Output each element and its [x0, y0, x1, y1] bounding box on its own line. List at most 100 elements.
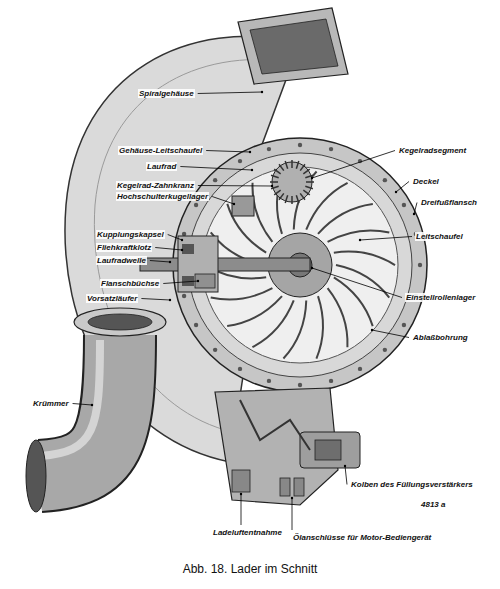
gear-tooth [271, 175, 279, 177]
leader-line [198, 92, 262, 94]
leader-dot [169, 299, 171, 301]
part-label: Kolben des Füllungsverstärkers [350, 480, 474, 489]
bolt [329, 147, 333, 151]
leader-dot [181, 239, 183, 241]
bolt [418, 263, 422, 267]
part-label: Leitschaufel [415, 232, 464, 241]
leader-dot [91, 404, 93, 406]
centrifugal-block [182, 244, 194, 254]
part-label: Hochschulterkugellager [116, 192, 209, 201]
bolt [383, 348, 387, 352]
leader-line [168, 235, 182, 241]
part-label: Kegelrad-Zahnkranz [116, 181, 195, 190]
leader-line [163, 281, 198, 284]
vane [316, 296, 323, 358]
part-label: Vorsatzläufer [86, 294, 138, 303]
bolt [182, 294, 186, 298]
part-label: Flanschbüchse [100, 279, 160, 288]
bolt [213, 178, 217, 182]
figure-number: 4813 a [420, 500, 446, 509]
part-label: Ölanschlüsse für Motor-Bediengerät [292, 533, 432, 542]
elbow-highlight [40, 340, 100, 456]
vane [334, 252, 395, 265]
gear-tooth [285, 195, 287, 203]
part-label: Dreifußflansch [420, 198, 478, 207]
charge-air-outlet [232, 470, 250, 492]
leader-line [180, 167, 252, 171]
leader-dot [240, 493, 242, 495]
leader-dot [261, 91, 263, 93]
gear-tooth [303, 169, 309, 174]
vane [318, 204, 373, 234]
bolt [194, 203, 198, 207]
leader-dot [311, 177, 313, 179]
part-label: Kegelradsegment [398, 146, 467, 155]
leader-line [372, 330, 409, 338]
gear-tooth [305, 186, 313, 188]
bolt [267, 147, 271, 151]
leader-dot [271, 185, 273, 187]
vane [336, 265, 389, 298]
leader-line [198, 185, 272, 187]
bolt [182, 232, 186, 236]
part-label: Einstellrollenlager [405, 293, 476, 302]
bolt [267, 379, 271, 383]
leader-dot [197, 280, 199, 282]
leader-dot [181, 249, 183, 251]
bolt [329, 379, 333, 383]
vane [328, 230, 390, 241]
part-label: Deckel [412, 177, 440, 186]
leader-line [396, 182, 409, 193]
gear-tooth [279, 193, 284, 199]
part-label: Kupplungskapsel [96, 230, 165, 239]
leader-line [241, 494, 242, 525]
bolt [383, 178, 387, 182]
bolt [194, 323, 198, 327]
bolt [402, 203, 406, 207]
oil-connection [280, 478, 290, 496]
gear-tooth [274, 169, 280, 174]
part-label: Spiralgehäuse [138, 89, 195, 98]
gear-tooth [300, 164, 305, 170]
leader-dot [371, 329, 373, 331]
leader-line [212, 197, 234, 205]
part-label: Ablaßbohrung [412, 333, 469, 342]
gear-tooth [291, 160, 293, 168]
bolt [238, 367, 242, 371]
leader-line [150, 261, 170, 263]
elbow-flange [74, 308, 166, 336]
gear-tooth [296, 161, 298, 169]
bolt [213, 348, 217, 352]
leader-line [312, 268, 402, 298]
part-label: Laufradwelle [96, 256, 147, 265]
gear-tooth [291, 196, 293, 204]
piston-head [315, 440, 341, 460]
gear-tooth [296, 195, 298, 203]
bolt [358, 367, 362, 371]
impeller-shaft [140, 258, 310, 271]
vane [328, 288, 348, 347]
leader-line [73, 404, 92, 406]
vane [252, 183, 272, 242]
gear-tooth [285, 161, 287, 169]
inlet-duct [238, 8, 348, 84]
gear-tooth [274, 190, 280, 195]
leader-line [345, 466, 347, 485]
linkage [240, 400, 310, 450]
leader-line [155, 248, 182, 251]
vane [227, 296, 282, 326]
gear-teeth [270, 160, 314, 204]
bolt [238, 159, 242, 163]
leader-line [414, 203, 417, 215]
ball-bearing [232, 196, 254, 216]
leader-line [141, 299, 170, 301]
part-label: Fliehkraftklotz [96, 243, 152, 252]
leader-dot [395, 191, 397, 193]
leader-dot [169, 261, 171, 263]
vane [306, 183, 347, 230]
vane [252, 300, 293, 347]
oil-connection [294, 478, 304, 496]
elbow-mouth [26, 440, 46, 512]
inlet-opening [250, 19, 338, 74]
